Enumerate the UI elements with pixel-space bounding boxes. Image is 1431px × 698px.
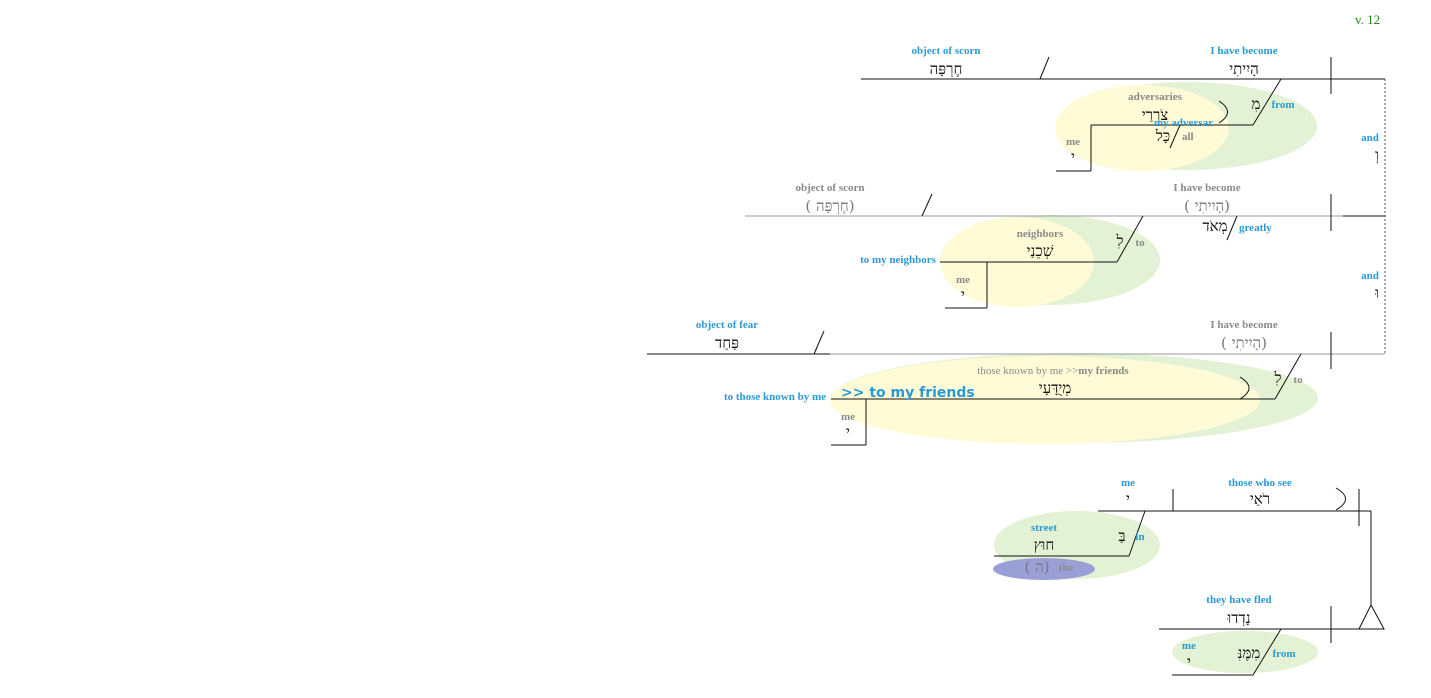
greatly-gloss: greatly bbox=[1239, 222, 1272, 234]
adversaries-gloss: adversaries bbox=[1128, 91, 1182, 103]
street-word: חוּץ bbox=[1034, 536, 1055, 554]
prep-phrase-ellipse bbox=[1172, 631, 1318, 673]
verb-word: ( הָיִיתִי) bbox=[1184, 197, 1230, 215]
neighbors-gloss: neighbors bbox=[1017, 228, 1064, 240]
known-word: מְיֻדָּעָי bbox=[1039, 379, 1072, 397]
fled-word: נָדְדוּ bbox=[1226, 609, 1250, 627]
object-gloss: object of scorn bbox=[795, 182, 864, 194]
object-word: ( חֶרְפָּה) bbox=[805, 197, 854, 215]
fled-gloss: they have fled bbox=[1206, 594, 1271, 606]
in-gloss: in bbox=[1135, 531, 1144, 543]
verb-word: הָיִיתִי bbox=[1229, 60, 1259, 78]
object-gloss: object of scorn bbox=[911, 45, 980, 57]
noun-phrase-ellipse bbox=[1055, 85, 1229, 171]
prep-slant bbox=[1252, 78, 1282, 126]
my-neighbors-gloss: to my neighbors bbox=[860, 254, 937, 266]
me2-gloss: me bbox=[1182, 640, 1196, 652]
me-word: י bbox=[1126, 490, 1130, 508]
prep-gloss: from bbox=[1271, 99, 1294, 111]
verb-word: ( הָיִיתִי) bbox=[1221, 334, 1267, 352]
known-gloss-part-a: those known by me >> bbox=[977, 365, 1078, 377]
and-word: וְ bbox=[1375, 146, 1379, 164]
prep-word: לִ bbox=[1115, 232, 1123, 250]
prep-word: לִ bbox=[1273, 369, 1281, 387]
see-gloss: those who see bbox=[1228, 477, 1292, 489]
and-gloss: and bbox=[1361, 270, 1379, 282]
me-gloss: me bbox=[841, 411, 855, 423]
verse-number: v. 12 bbox=[1355, 12, 1380, 27]
to-my-friends-gloss: >> to my friends bbox=[841, 385, 975, 401]
known-gloss-part-b: my friends bbox=[1078, 365, 1129, 377]
all-word: כָּל bbox=[1155, 127, 1170, 145]
prep-slant bbox=[1274, 353, 1302, 400]
object-word: חֶרְפָּה bbox=[930, 60, 963, 78]
prep-slant bbox=[1128, 510, 1146, 557]
me-word: י bbox=[1071, 148, 1075, 166]
and-gloss: and bbox=[1361, 132, 1379, 144]
me-gloss: me bbox=[956, 274, 970, 286]
prep-gloss: to bbox=[1135, 237, 1145, 249]
clause-1: object of scorn חֶרְפָּה I have become ה… bbox=[861, 45, 1385, 172]
neighbors-word: שְׁכֵנַי bbox=[1027, 242, 1054, 260]
adversaries-word: צֹרְרַי bbox=[1142, 106, 1169, 124]
see-word: רֹאַי bbox=[1250, 490, 1270, 508]
all-slant bbox=[1169, 124, 1181, 149]
construct-arc bbox=[1239, 376, 1250, 400]
prep-slant bbox=[1252, 628, 1282, 676]
clause-4: me י those who see רֹאַי בַּ in street ח… bbox=[993, 477, 1385, 676]
the-gloss: the bbox=[1059, 562, 1074, 574]
me-word: י bbox=[846, 423, 850, 441]
greatly-slant bbox=[1226, 215, 1238, 241]
object-word: פַּחַד bbox=[715, 334, 739, 352]
me-gloss: me bbox=[1066, 136, 1080, 148]
from-gloss: from bbox=[1272, 648, 1295, 660]
construct-arc bbox=[1335, 487, 1346, 511]
all-gloss: all bbox=[1182, 131, 1194, 143]
the-word: ( ה) bbox=[1024, 558, 1049, 576]
object-gloss: object of fear bbox=[696, 319, 758, 331]
object-divider bbox=[1039, 56, 1050, 80]
me-word: י bbox=[961, 286, 965, 304]
me-gloss: me bbox=[1121, 477, 1135, 489]
me2-word: י bbox=[1187, 653, 1191, 671]
pedestal-triangle bbox=[1358, 603, 1385, 630]
prep-gloss: to bbox=[1293, 374, 1303, 386]
article-ellipse bbox=[993, 558, 1095, 580]
my-adversaries-gloss: my adversar bbox=[1154, 117, 1213, 129]
verb-gloss: I have become bbox=[1173, 182, 1240, 194]
known-gloss: those known by me >>my friends bbox=[977, 365, 1129, 377]
in-word: בַּ bbox=[1118, 527, 1125, 545]
verb-gloss: I have become bbox=[1210, 319, 1277, 331]
from-word: מִמֶּנִּ bbox=[1238, 644, 1261, 662]
and-word: וּ bbox=[1374, 284, 1379, 302]
street-gloss: street bbox=[1031, 522, 1057, 534]
clause-3: object of fear פַּחַד I have become ( הָ… bbox=[647, 319, 1385, 446]
object-divider bbox=[921, 193, 933, 217]
to-known-gloss: to those known by me bbox=[724, 391, 826, 403]
prep-word: מִ bbox=[1252, 95, 1261, 113]
verb-gloss: I have become bbox=[1210, 45, 1277, 57]
clause-2: object of scorn ( חֶרְפָּה) I have becom… bbox=[745, 182, 1379, 309]
object-divider bbox=[813, 330, 825, 355]
greatly-word: מְאֹד bbox=[1202, 217, 1227, 235]
noun-phrase-ellipse bbox=[830, 356, 1260, 444]
construct-arc bbox=[1218, 100, 1228, 124]
prep-slant bbox=[1116, 215, 1144, 263]
